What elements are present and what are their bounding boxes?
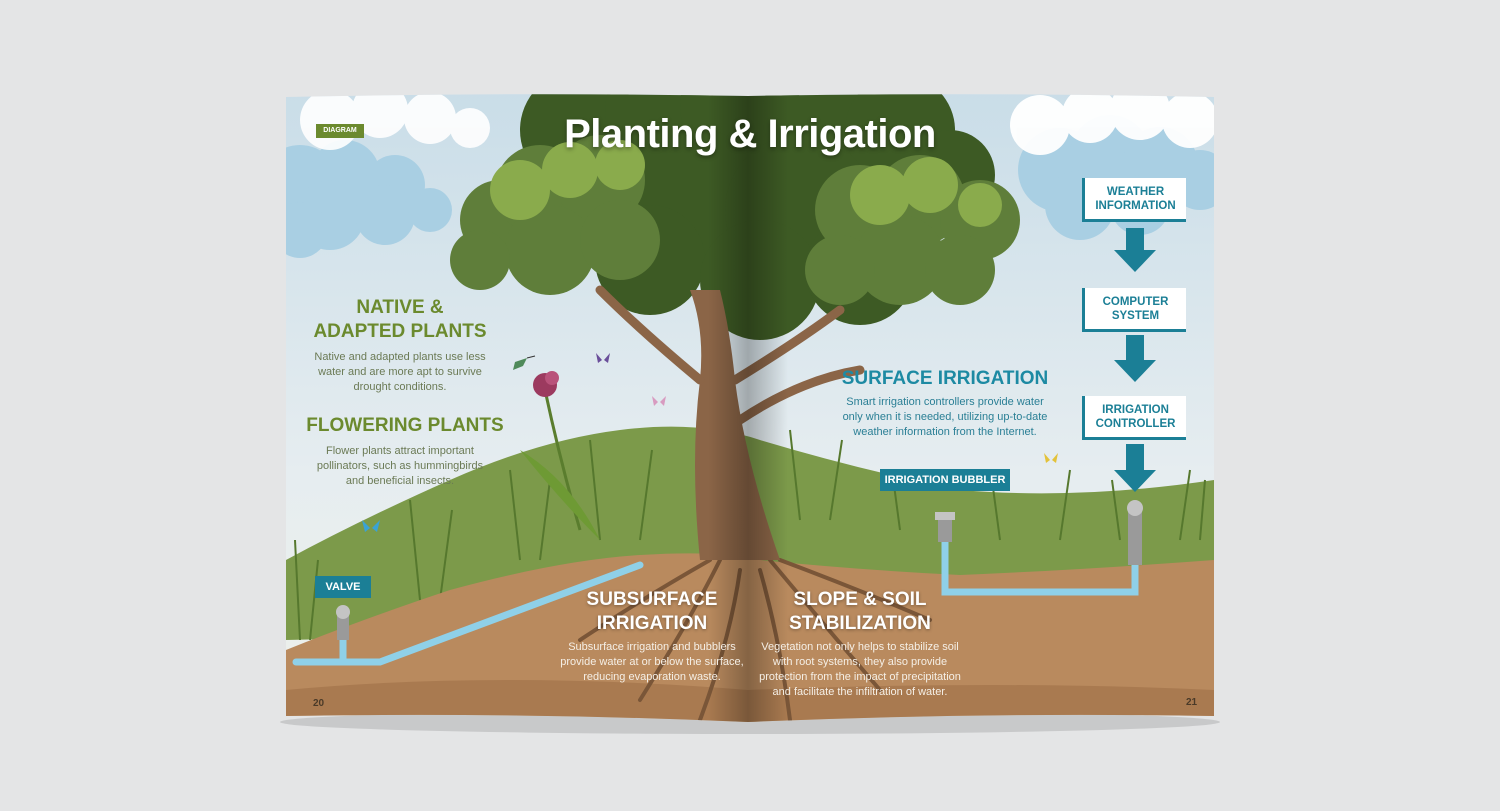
slope-body-line1: Vegetation not only helps to stabilize s… (761, 641, 959, 653)
valve-body (336, 605, 350, 640)
page-number-right: 21 (1186, 697, 1198, 708)
surface-body-line1: Smart irrigation controllers provide wat… (846, 396, 1044, 408)
native-body: Native and adapted plants use less water… (300, 350, 500, 395)
surface-heading: SURFACE IRRIGATION (841, 368, 1049, 389)
subsurface-body-line1: Subsurface irrigation and bubblers (568, 641, 736, 653)
subsurface-heading: SUBSURFACE IRRIGATION (562, 588, 742, 636)
butterfly-icon-2 (596, 353, 610, 363)
slope-heading-line1: SLOPE & SOIL (793, 589, 927, 610)
weather-line1: WEATHER (1106, 185, 1165, 198)
hummingbird-icon (513, 355, 536, 370)
grass-blades (294, 429, 1206, 641)
section-tag: DIAGRAM (316, 124, 364, 138)
slope-heading: SLOPE & SOIL STABILIZATION (770, 588, 950, 636)
native-body-line3: drought conditions. (353, 381, 447, 393)
page-number-left: 20 (313, 698, 325, 709)
irrigation-controller-box: IRRIGATION CONTROLLER (1082, 396, 1186, 440)
native-heading-line2: ADAPTED PLANTS (313, 321, 487, 342)
flow-arrows (1114, 228, 1156, 492)
tree-canopy-highlight (490, 140, 1002, 227)
slope-heading-line2: STABILIZATION (789, 613, 931, 634)
slope-body: Vegetation not only helps to stabilize s… (750, 640, 970, 700)
surface-body: Smart irrigation controllers provide wat… (815, 395, 1075, 440)
native-body-line1: Native and adapted plants use less (314, 351, 486, 363)
page-title: Planting & Irrigation (564, 112, 936, 156)
native-heading: NATIVE & ADAPTED PLANTS (300, 296, 500, 344)
controller-line1: IRRIGATION (1102, 403, 1169, 416)
bubbler-heads (935, 500, 1143, 565)
weather-line2: INFORMATION (1095, 199, 1176, 212)
flowering-body-line3: and beneficial insects. (345, 475, 455, 487)
bubbler-label: IRRIGATION BUBBLER (880, 469, 1010, 491)
native-heading-line1: NATIVE & (356, 297, 444, 318)
surface-body-line2: only when it is needed, utilizing up-to-… (842, 411, 1048, 423)
computer-system-box: COMPUTER SYSTEM (1082, 288, 1186, 332)
slope-body-line4: and facilitate the infiltration of water… (772, 686, 948, 698)
flowering-body: Flower plants attract important pollinat… (300, 444, 500, 489)
subsurface-body-line2: provide water at or below the surface, (560, 656, 744, 668)
flower-plant (520, 371, 600, 540)
cloud-left (286, 140, 452, 258)
slope-body-line3: protection from the impact of precipitat… (759, 671, 961, 683)
surface-pipe (941, 526, 1139, 596)
subsurface-heading-line1: SUBSURFACE (586, 589, 718, 610)
controller-line2: CONTROLLER (1095, 417, 1176, 430)
native-body-line2: water and are more apt to survive (318, 366, 482, 378)
flowering-heading: FLOWERING PLANTS (306, 415, 504, 436)
subsurface-body: Subsurface irrigation and bubblers provi… (552, 640, 752, 685)
slope-body-line2: with root systems, they also provide (772, 656, 948, 668)
magazine-shadow (280, 710, 1220, 734)
weather-information-box: WEATHER INFORMATION (1082, 178, 1186, 222)
valve-label: VALVE (315, 576, 371, 598)
computer-line2: SYSTEM (1111, 309, 1160, 322)
subsurface-body-line3: reducing evaporation waste. (583, 671, 721, 683)
computer-line1: COMPUTER (1102, 295, 1169, 308)
surface-body-line3: weather information from the Internet. (853, 426, 1037, 438)
butterfly-icon-3 (652, 396, 666, 406)
page-gutter (708, 94, 788, 722)
butterfly-icon-4 (1044, 453, 1058, 463)
flowering-body-line2: pollinators, such as hummingbirds (316, 460, 484, 472)
subsurface-heading-line2: IRRIGATION (596, 613, 708, 634)
flowering-body-line1: Flower plants attract important (326, 445, 474, 457)
butterfly-icon-1 (362, 520, 380, 532)
